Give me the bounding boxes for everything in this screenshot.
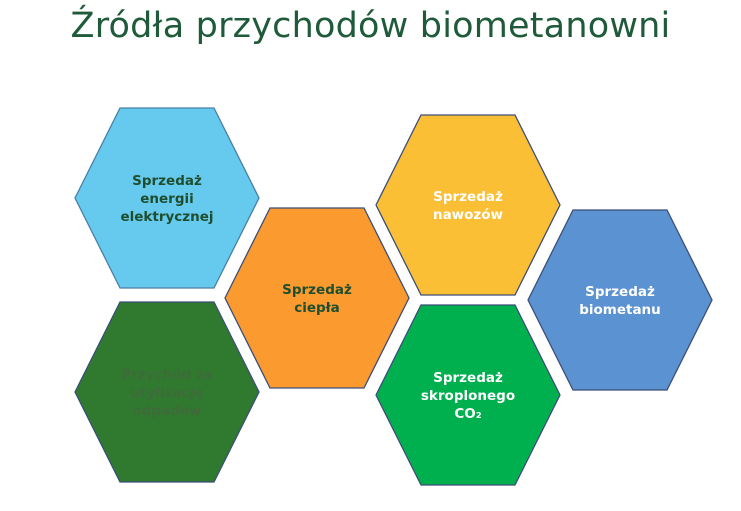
hexagon-label-line: utylizację	[131, 385, 204, 401]
hexagon-heat: Sprzedaż ciepła	[224, 207, 410, 389]
page-title: Źródła przychodów biometanowni	[70, 6, 671, 46]
hexagon-waste: Przychód za utylizację odpadów	[74, 301, 260, 483]
hexagon-label-line: Przychód za	[121, 367, 212, 383]
hexagon-label-line: ciepła	[294, 300, 340, 316]
hexagon-biomethane: Sprzedaż biometanu	[527, 209, 713, 391]
hexagon-label-line: skroplonego	[421, 388, 515, 404]
hexagon-label-line: Sprzedaż	[282, 282, 352, 298]
hexagon-shape-co2	[375, 304, 561, 486]
hexagon-shape-energy	[74, 107, 260, 289]
hexagon-shape-biomethane	[527, 209, 713, 391]
hexagon-label-line: nawozów	[433, 207, 503, 223]
hexagon-label-line: biometanu	[579, 302, 661, 318]
hexagon-label-fertilizer: Sprzedaż nawozów	[433, 189, 503, 223]
hexagon-label-line: CO₂	[454, 406, 481, 422]
hexagon-label-biomethane: Sprzedaż biometanu	[579, 284, 661, 318]
hexagon-label-line: odpadów	[132, 403, 201, 419]
hexagon-label-line: Sprzedaż	[132, 173, 202, 189]
hexagon-fertilizer: Sprzedaż nawozów	[375, 114, 561, 296]
hexagon-shape-heat	[224, 207, 410, 389]
hexagon-label-waste: Przychód za utylizację odpadów	[121, 367, 212, 419]
hexagon-label-line: elektrycznej	[120, 209, 213, 225]
hexagon-label-heat: Sprzedaż ciepła	[282, 282, 352, 316]
hexagon-shape-fertilizer	[375, 114, 561, 296]
hexagon-label-line: Sprzedaż	[585, 284, 655, 300]
hexagon-label-energy: Sprzedaż energii elektrycznej	[120, 173, 213, 225]
hexagon-shape-waste	[74, 301, 260, 483]
hexagon-label-line: energii	[140, 191, 194, 207]
hexagon-label-line: Sprzedaż	[433, 370, 503, 386]
hexagon-energy: Sprzedaż energii elektrycznej	[74, 107, 260, 289]
hexagon-label-line: Sprzedaż	[433, 189, 503, 205]
